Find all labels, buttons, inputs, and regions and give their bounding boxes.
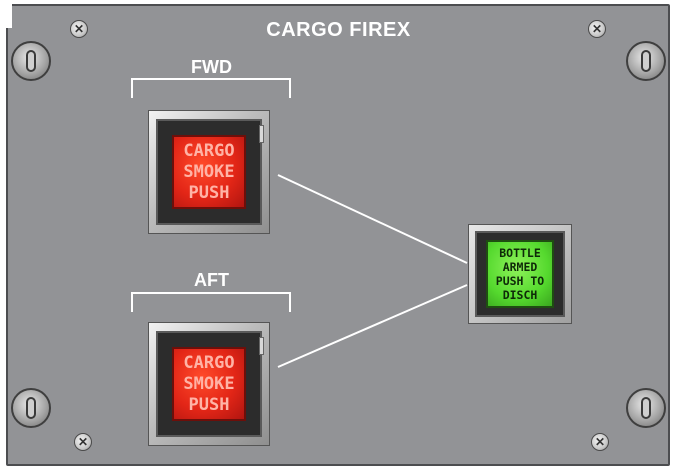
knob-slot [641, 397, 651, 419]
cross-screw-icon: ✕ [588, 20, 606, 38]
slotted-knob-icon [626, 41, 666, 81]
slotted-knob-icon [626, 388, 666, 428]
knob-slot [641, 50, 651, 72]
fwd-button-cap[interactable]: CARGO SMOKE PUSH [172, 135, 246, 209]
fwd-guard-hinge [259, 125, 264, 143]
knob-slot [26, 397, 36, 419]
aft-button-guard: CARGO SMOKE PUSH [156, 331, 262, 437]
fwd-cargo-smoke-button[interactable]: CARGO SMOKE PUSH [148, 110, 270, 234]
knob-slot [26, 50, 36, 72]
cross-screw-icon: ✕ [591, 433, 609, 451]
aft-label: AFT [194, 270, 229, 290]
slotted-knob-icon [11, 41, 51, 81]
panel-notch [6, 4, 12, 28]
slotted-knob-icon [11, 388, 51, 428]
bottle-armed-button[interactable]: BOTTLE ARMED PUSH TO DISCH [468, 224, 572, 324]
panel-title: CARGO FIREX [266, 19, 411, 41]
cross-screw-icon: ✕ [70, 20, 88, 38]
bottle-button-cap[interactable]: BOTTLE ARMED PUSH TO DISCH [486, 240, 554, 308]
cross-screw-icon: ✕ [74, 433, 92, 451]
aft-cargo-smoke-button[interactable]: CARGO SMOKE PUSH [148, 322, 270, 446]
fwd-button-guard: CARGO SMOKE PUSH [156, 119, 262, 225]
bottle-button-frame: BOTTLE ARMED PUSH TO DISCH [475, 231, 565, 317]
aft-button-cap[interactable]: CARGO SMOKE PUSH [172, 347, 246, 421]
aft-guard-hinge [259, 337, 264, 355]
fwd-label: FWD [191, 57, 232, 77]
